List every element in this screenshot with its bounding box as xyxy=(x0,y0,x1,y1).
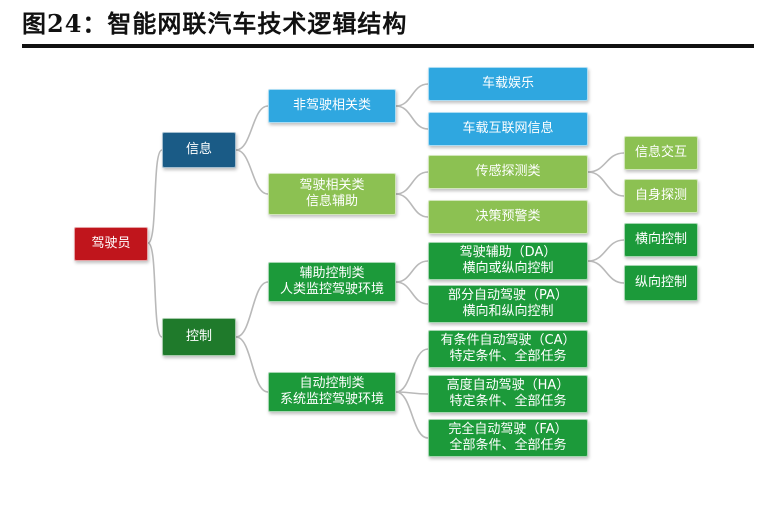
node-info-interaction: 信息交互 xyxy=(624,136,698,170)
link-assist-pa xyxy=(395,281,429,305)
node-ca-line1: 有条件自动驾驶（CA） xyxy=(440,333,576,348)
node-ca: 有条件自动驾驶（CA） 特定条件、全部任务 xyxy=(428,330,588,368)
node-ha: 高度自动驾驶（HA） 特定条件、全部任务 xyxy=(428,375,588,413)
link-info-nondriving xyxy=(235,105,269,151)
link-driving-perception xyxy=(395,171,429,195)
link-da-lateral xyxy=(587,239,625,262)
link-driving-decision xyxy=(395,193,429,218)
node-fa: 完全自动驾驶（FA） 全部条件、全部任务 xyxy=(428,419,588,457)
link-nondriving-entertainment xyxy=(395,83,429,107)
node-driving-related-line2: 信息辅助 xyxy=(305,194,358,209)
node-driving-related-line1: 驾驶相关类 xyxy=(299,178,365,193)
node-non-driving-label: 非驾驶相关类 xyxy=(292,98,371,113)
node-control-label: 控制 xyxy=(185,329,212,344)
node-assist-control-line2: 人类监控驾驶环境 xyxy=(279,282,384,297)
node-self-detection-label: 自身探测 xyxy=(634,188,687,203)
node-da: 驾驶辅助（DA） 横向或纵向控制 xyxy=(428,242,588,280)
link-info-driving xyxy=(235,149,269,195)
node-ha-line2: 特定条件、全部任务 xyxy=(449,394,567,409)
node-longitudinal-control: 纵向控制 xyxy=(624,265,698,301)
figure-title: 图24：智能网联汽车技术逻辑结构 xyxy=(22,9,408,38)
node-auto-control-line2: 系统监控驾驶环境 xyxy=(279,392,384,407)
node-auto-control-line1: 自动控制类 xyxy=(299,376,365,391)
node-fa-line1: 完全自动驾驶（FA） xyxy=(448,422,568,437)
node-info-interaction-label: 信息交互 xyxy=(634,145,687,160)
node-control: 控制 xyxy=(162,318,236,356)
link-control-assist xyxy=(235,281,269,338)
node-ca-line2: 特定条件、全部任务 xyxy=(449,349,567,364)
node-driver: 驾驶员 xyxy=(74,227,148,261)
node-info: 信息 xyxy=(162,132,236,168)
node-decision-warning: 决策预警类 xyxy=(428,200,588,234)
link-root-info xyxy=(147,149,163,244)
node-lateral-control-label: 横向控制 xyxy=(634,232,687,247)
link-control-auto xyxy=(235,336,269,393)
node-ha-line1: 高度自动驾驶（HA） xyxy=(446,378,570,393)
link-da-longitudinal xyxy=(587,260,625,284)
title-underline xyxy=(22,44,754,48)
node-info-label: 信息 xyxy=(185,142,212,157)
node-pa-line1: 部分自动驾驶（PA） xyxy=(448,288,568,303)
link-nondriving-internet xyxy=(395,105,429,130)
node-da-line2: 横向或纵向控制 xyxy=(462,261,554,276)
node-decision-warning-label: 决策预警类 xyxy=(475,209,541,224)
node-assist-control: 辅助控制类 人类监控驾驶环境 xyxy=(268,262,396,302)
node-pa-line2: 横向和纵向控制 xyxy=(462,304,554,319)
link-perception-self xyxy=(587,171,625,197)
node-in-car-internet-label: 车载互联网信息 xyxy=(462,121,554,136)
node-driving-related: 驾驶相关类 信息辅助 xyxy=(268,173,396,215)
node-assist-control-line1: 辅助控制类 xyxy=(299,266,365,281)
node-in-car-internet: 车载互联网信息 xyxy=(428,112,588,146)
node-self-detection: 自身探测 xyxy=(624,179,698,213)
node-lateral-control: 横向控制 xyxy=(624,223,698,257)
node-perception: 传感探测类 xyxy=(428,155,588,189)
link-auto-ca xyxy=(395,348,429,393)
node-pa: 部分自动驾驶（PA） 横向和纵向控制 xyxy=(428,285,588,323)
node-auto-control: 自动控制类 系统监控驾驶环境 xyxy=(268,372,396,412)
node-driver-label: 驾驶员 xyxy=(91,236,131,251)
node-perception-label: 传感探测类 xyxy=(475,164,541,179)
node-fa-line2: 全部条件、全部任务 xyxy=(449,438,567,453)
node-longitudinal-control-label: 纵向控制 xyxy=(634,275,687,290)
node-da-line1: 驾驶辅助（DA） xyxy=(459,245,557,260)
link-root-control xyxy=(147,242,163,338)
link-auto-fa xyxy=(395,391,429,439)
link-perception-interaction xyxy=(587,152,625,173)
node-in-car-entertainment: 车载娱乐 xyxy=(428,67,588,101)
link-assist-da xyxy=(395,260,429,283)
node-non-driving: 非驾驶相关类 xyxy=(268,89,396,123)
node-in-car-entertainment-label: 车载娱乐 xyxy=(481,76,534,91)
